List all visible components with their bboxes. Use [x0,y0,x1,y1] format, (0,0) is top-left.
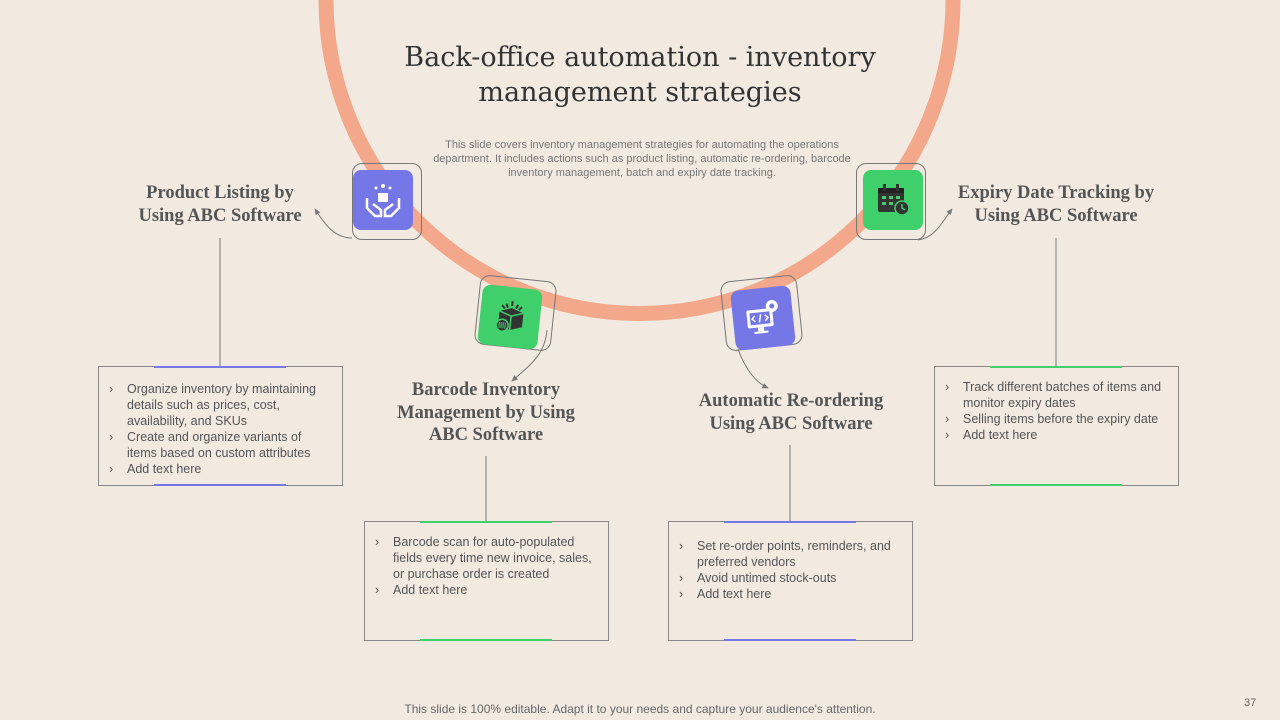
bullet-box-product: Organize inventory by maintaining detail… [98,366,343,486]
hands-holding-box-icon [353,170,413,230]
list-item: Barcode scan for auto-populated fields e… [375,534,598,582]
connector-barcode [511,329,548,382]
list-item: Add text here [679,586,902,602]
connector-product [314,208,353,239]
connector-expiry [917,208,953,241]
list-item: Track different batches of items and mon… [945,379,1168,411]
list-item: Organize inventory by maintaining detail… [109,381,332,429]
icon-frame-expiry [856,163,926,240]
monitor-code-gear-icon [730,285,796,351]
title-line-1: Back-office automation - inventory [404,42,876,73]
heading-product-listing: Product Listing by Using ABC Software [138,183,302,226]
slide-subtitle: This slide covers inventory management s… [433,139,851,179]
list-item: Add text here [109,461,332,477]
calendar-clock-icon [863,170,923,230]
list-item: Avoid untimed stock-outs [679,570,902,586]
list-item: Set re-order points, reminders, and pref… [679,538,902,570]
page-number: 37 [1244,697,1257,709]
connector-reorder [737,348,769,389]
list-item: Add text here [945,427,1168,443]
bullet-box-expiry: Track different batches of items and mon… [934,366,1179,486]
heading-barcode-inventory: Barcode Inventory Management by Using AB… [397,380,575,445]
list-item: Create and organize variants of items ba… [109,429,332,461]
title-line-2: management strategies [478,77,802,108]
icon-frame-product [352,163,422,240]
bullet-box-reorder: Set re-order points, reminders, and pref… [668,521,913,641]
list-item: Add text here [375,582,598,598]
slide-title: Back-office automation - inventory manag… [340,40,940,110]
heading-automatic-reordering: Automatic Re-ordering Using ABC Software [698,391,884,434]
footer-note: This slide is 100% editable. Adapt it to… [404,702,876,716]
list-item: Selling items before the expiry date [945,411,1168,427]
ring-arc [318,0,961,321]
barcode-box-icon [477,284,543,350]
bullet-box-barcode: Barcode scan for auto-populated fields e… [364,521,609,641]
heading-expiry-tracking: Expiry Date Tracking by Using ABC Softwa… [957,183,1155,226]
